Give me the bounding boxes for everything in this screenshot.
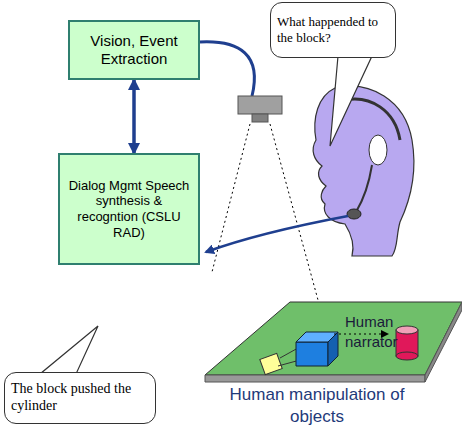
node-text: What happended to the block? <box>277 14 389 45</box>
node-text: The block pushed the cylinder <box>11 381 149 415</box>
view-line <box>270 124 318 300</box>
process-box: Vision, Event Extraction <box>68 20 200 80</box>
node-text: Vision, Event Extraction <box>76 32 192 68</box>
camera-body <box>238 96 282 114</box>
table-top <box>205 302 462 375</box>
cylinder-top <box>396 326 418 334</box>
hand-block <box>260 353 282 374</box>
narrator-ear <box>369 135 387 165</box>
process-box: Dialog Mgmt Speech synthesis & recogntio… <box>58 153 200 265</box>
camera-lens <box>252 114 268 122</box>
headset-band <box>345 99 400 140</box>
cylinder-base <box>396 352 418 360</box>
view-line <box>212 124 250 272</box>
speech-callout: The block pushed the cylinder <box>4 372 156 424</box>
audio-link <box>206 216 348 252</box>
push-line <box>280 348 298 358</box>
bubble-tail <box>330 56 372 146</box>
connector-arrow <box>132 80 136 153</box>
node-text: Dialog Mgmt Speech synthesis & recogntio… <box>66 178 192 240</box>
speech-bubble: What happended to the block? <box>270 2 396 58</box>
figure-label: Human manipulation of objects <box>212 384 422 428</box>
table-edge <box>205 375 425 382</box>
table-edge <box>425 302 462 382</box>
microphone <box>347 209 361 219</box>
block-side <box>328 332 338 366</box>
headset-boom <box>356 165 372 212</box>
narrator-head <box>313 86 414 256</box>
block-front <box>296 342 328 366</box>
callout-tail <box>40 326 98 374</box>
camera-cable <box>200 42 254 96</box>
figure-label: Human narrator <box>345 312 417 351</box>
